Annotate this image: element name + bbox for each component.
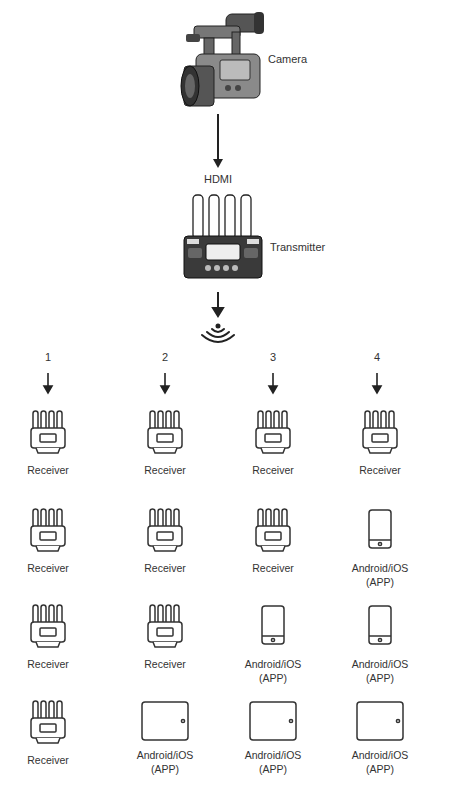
camera-illustration [176, 8, 268, 114]
phone-icon [223, 602, 323, 652]
device-node: Android/iOS (APP) [330, 506, 430, 588]
device-node: Android/iOS (APP) [330, 698, 430, 780]
device-node: Receiver [0, 602, 98, 684]
receiver-icon [0, 602, 98, 652]
device-node: Receiver [330, 408, 430, 490]
arrow-head [213, 159, 223, 168]
receiver-icon [0, 698, 98, 748]
node-label: Android/iOS (APP) [130, 748, 200, 776]
option-number: 4 [362, 351, 392, 363]
node-label: Android/iOS (APP) [345, 748, 415, 776]
node-label: Receiver [345, 463, 415, 477]
arrow-head [213, 308, 223, 316]
option-number: 2 [150, 351, 180, 363]
phone-icon [330, 506, 430, 556]
node-label: Transmitter [270, 240, 348, 254]
node-label: Android/iOS (APP) [238, 657, 308, 685]
hdmi-connector [217, 114, 219, 160]
option-arrows [44, 373, 381, 393]
transmitter-node: Transmitter [178, 168, 348, 280]
device-node: Receiver [115, 602, 215, 684]
receiver-icon [223, 506, 323, 556]
receiver-icon [115, 602, 215, 652]
edge-label: HDMI [188, 173, 248, 185]
device-node: Android/iOS (APP) [223, 602, 323, 684]
device-node: Receiver [0, 506, 98, 588]
receiver-icon [0, 506, 98, 556]
receiver-icon [223, 408, 323, 458]
device-node: Receiver [223, 506, 323, 588]
node-label: Android/iOS (APP) [238, 748, 308, 776]
node-label: Receiver [130, 657, 200, 671]
node-label: Receiver [238, 561, 308, 575]
tablet-icon [223, 698, 323, 748]
tablet-icon [330, 698, 430, 748]
signal-arrow [217, 292, 219, 309]
node-label: Android/iOS (APP) [345, 561, 415, 589]
option-number: 1 [33, 351, 63, 363]
node-label: Receiver [130, 463, 200, 477]
device-node: Android/iOS (APP) [330, 602, 430, 684]
tablet-icon [115, 698, 215, 748]
receiver-icon [115, 408, 215, 458]
node-label: Receiver [13, 561, 83, 575]
device-node: Receiver [223, 408, 323, 490]
node-label: Receiver [13, 463, 83, 477]
node-label: Receiver [13, 753, 83, 767]
device-node: Android/iOS (APP) [115, 698, 215, 780]
node-label: Camera [268, 52, 326, 66]
node-label: Receiver [238, 463, 308, 477]
receiver-icon [330, 408, 430, 458]
device-node: Receiver [115, 408, 215, 490]
node-label: Android/iOS (APP) [345, 657, 415, 685]
device-node: Receiver [0, 408, 98, 490]
node-label: Receiver [130, 561, 200, 575]
device-node: Receiver [0, 698, 98, 780]
device-node: Receiver [115, 506, 215, 588]
option-number: 3 [258, 351, 288, 363]
device-node: Android/iOS (APP) [223, 698, 323, 780]
camera-node: Camera [176, 8, 326, 114]
receiver-icon [0, 408, 98, 458]
receiver-icon [115, 506, 215, 556]
node-label: Receiver [13, 657, 83, 671]
phone-icon [330, 602, 430, 652]
wireless-symbol [202, 325, 234, 343]
